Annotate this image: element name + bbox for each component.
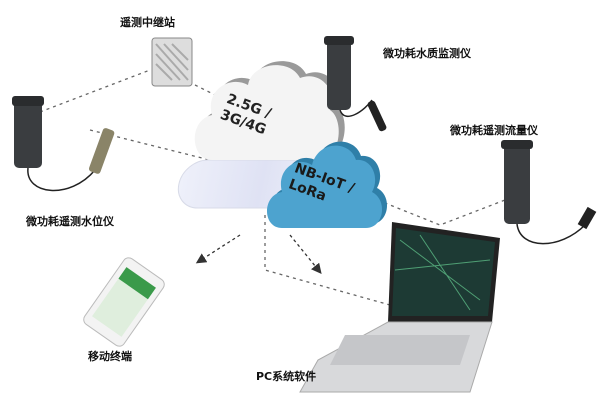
arrow-to-mobile (195, 234, 241, 264)
label-mobile: 移动终端 (88, 350, 132, 363)
label-relay-station: 遥测中继站 (120, 16, 175, 29)
mobile-phone-icon (83, 257, 165, 347)
dashed-links (39, 69, 506, 306)
label-water-quality: 微功耗水质监测仪 (383, 47, 471, 60)
label-flow-meter: 微功耗遥测流量仪 (450, 124, 538, 137)
water-level-sensor-icon (12, 96, 115, 192)
nb-iot-cloud (267, 141, 388, 228)
flow-meter-icon (501, 140, 597, 245)
label-water-level: 微功耗遥测水位仪 (26, 215, 114, 228)
laptop-icon (299, 222, 500, 393)
arrow-to-pc (289, 234, 322, 275)
water-quality-sensor-icon (324, 36, 387, 132)
cellular-cloud (194, 61, 345, 160)
relay-station-icon (151, 37, 193, 87)
label-pc: PC系统软件 (256, 370, 317, 383)
